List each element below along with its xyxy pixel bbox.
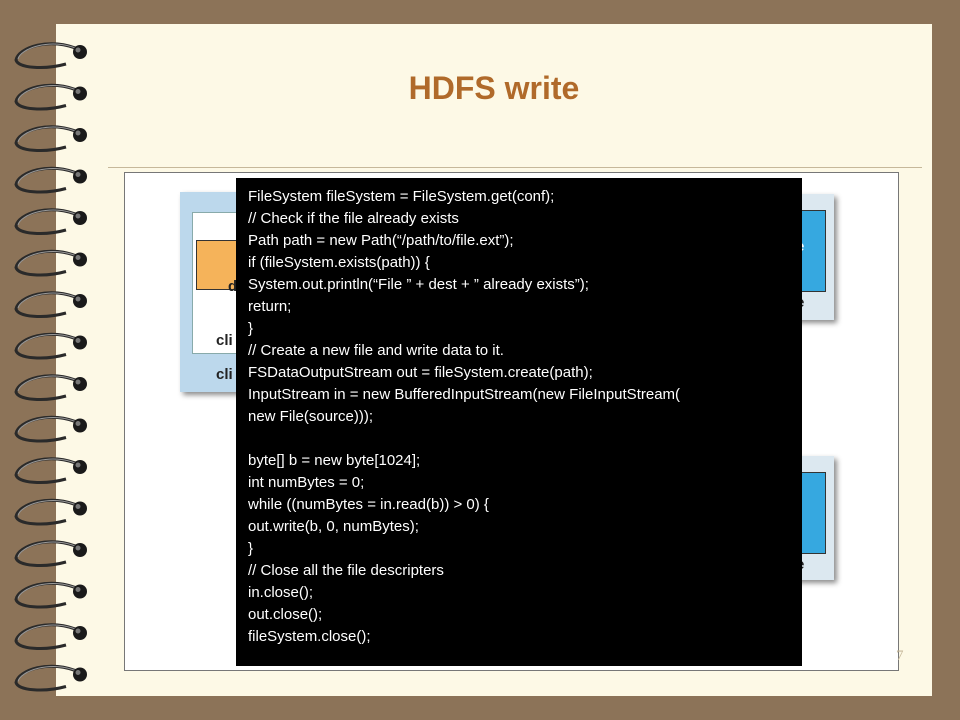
spiral-ring-icon	[14, 83, 87, 111]
page-number: 7	[896, 648, 904, 664]
code-line: new File(source)));	[248, 408, 374, 425]
code-line: return;	[248, 298, 292, 315]
slide-title: HDFS write	[408, 70, 580, 106]
spiral-ring-icon	[14, 415, 87, 443]
code-block: FileSystem fileSystem = FileSystem.get(c…	[236, 178, 802, 666]
figure-fragment: d	[228, 278, 238, 295]
spiral-ring-icon	[14, 664, 87, 692]
code-line: }	[248, 540, 254, 557]
code-line: }	[248, 320, 254, 337]
code-line: InputStream in = new BufferedInputStream…	[248, 386, 681, 403]
code-line: fileSystem.close();	[248, 628, 371, 645]
spiral-ring-icon	[14, 457, 87, 484]
spiral-ring-icon	[14, 540, 87, 567]
code-line: // Check if the file already exists	[248, 210, 459, 227]
spiral-ring-icon	[14, 125, 87, 152]
code-line: FileSystem fileSystem = FileSystem.get(c…	[248, 188, 555, 205]
spiral-ring-icon	[14, 374, 87, 401]
code-line: FSDataOutputStream out = fileSystem.crea…	[248, 364, 593, 381]
title-divider	[108, 167, 922, 168]
code-line: byte[] b = new byte[1024];	[248, 452, 421, 469]
code-line: out.close();	[248, 606, 323, 623]
spiral-ring-icon	[14, 332, 87, 360]
code-line: int numBytes = 0;	[248, 474, 365, 491]
code-line: in.close();	[248, 584, 314, 601]
code-line: // Create a new file and write data to i…	[248, 342, 504, 359]
spiral-ring-icon	[14, 498, 87, 526]
code-line: if (fileSystem.exists(path)) {	[248, 254, 430, 271]
code-line: System.out.println(“File ” + dest + ” al…	[248, 276, 589, 293]
spiral-ring-icon	[14, 623, 87, 650]
spiral-binding-icon	[14, 42, 87, 692]
spiral-ring-icon	[14, 166, 87, 194]
spiral-ring-icon	[14, 42, 87, 69]
spiral-ring-icon	[14, 291, 87, 318]
code-line: while ((numBytes = in.read(b)) > 0) {	[248, 496, 489, 513]
spiral-ring-icon	[14, 581, 87, 609]
spiral-ring-icon	[14, 249, 87, 277]
figure-fragment: cli	[216, 366, 233, 383]
code-line: // Close all the file descripters	[248, 562, 444, 579]
spiral-ring-icon	[14, 208, 87, 235]
code-line: out.write(b, 0, numBytes);	[248, 518, 419, 535]
code-line: Path path = new Path(“/path/to/file.ext”…	[248, 232, 514, 249]
code-line	[248, 428, 802, 450]
figure-fragment: cli	[216, 332, 233, 349]
